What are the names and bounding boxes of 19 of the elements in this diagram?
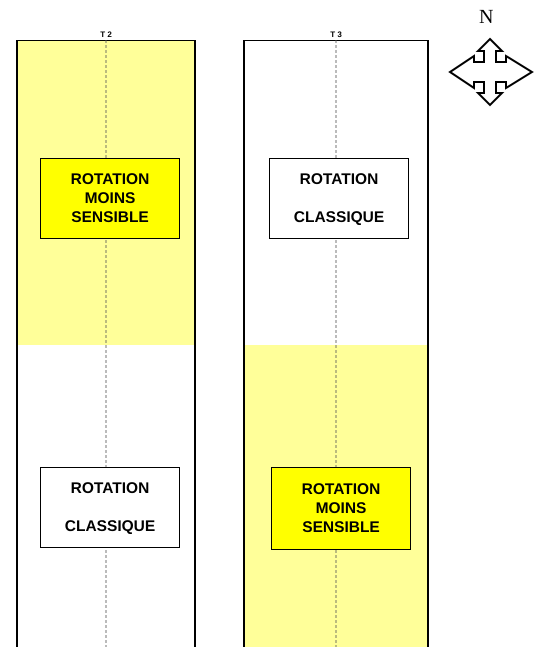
label-box [40,158,180,239]
north-label: N [479,6,494,28]
field-band [243,40,429,345]
field-band [243,345,429,647]
field-band [16,40,196,345]
label-text: ROTATION [70,479,150,498]
column [14,30,198,647]
label-text: ROTATION MOINS SENSIBLE [70,170,150,227]
column [241,30,431,647]
label-text: ROTATION MOINS SENSIBLE [300,480,382,537]
label-text: CLASSIQUE [64,517,156,536]
column-heading: T 2 [99,30,113,40]
label-box [269,158,409,239]
label-box [40,467,180,548]
column-heading: T 3 [329,30,343,40]
label-box [271,467,411,550]
label-text: CLASSIQUE [294,208,384,227]
field-band [16,345,196,647]
label-text: ROTATION [300,170,378,189]
